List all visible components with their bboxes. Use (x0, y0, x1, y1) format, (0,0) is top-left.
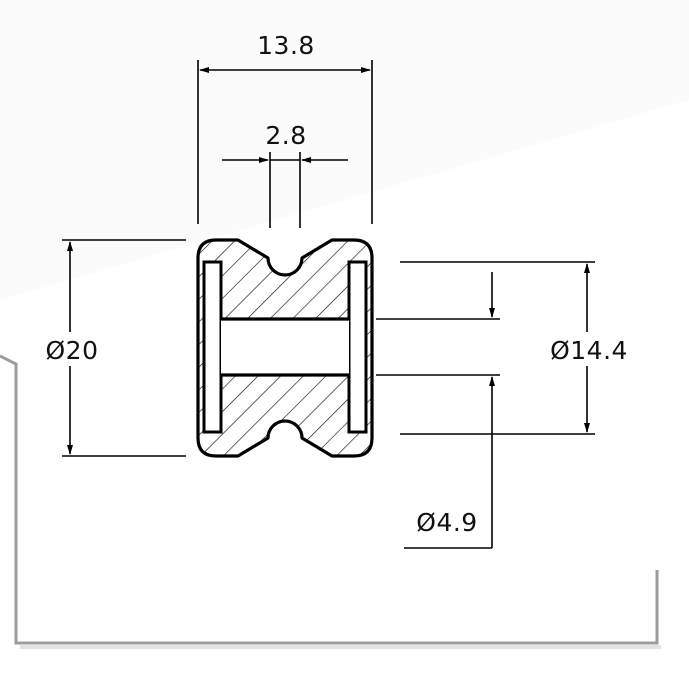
right-slot (347, 260, 368, 434)
bore-diameter-label: Ø4.9 (416, 508, 477, 537)
dimension-overall-width: 13.8 (197, 31, 373, 224)
dimension-groove-width: 2.8 (222, 121, 348, 228)
outer-diameter-label: Ø20 (46, 336, 99, 365)
pulley-outline (196, 238, 374, 458)
groove-width-label: 2.8 (265, 121, 306, 150)
sheet-border (0, 354, 659, 645)
overall-width-label: 13.8 (257, 31, 315, 60)
bore (221, 319, 349, 375)
left-slot (202, 260, 223, 434)
section-reliefs (202, 260, 368, 434)
dimension-flange-diameter: Ø14.4 (400, 261, 636, 435)
dimension-outer-diameter: Ø20 (38, 239, 186, 457)
flange-diameter-label: Ø14.4 (550, 336, 628, 365)
dimension-bore-diameter: Ø4.9 (376, 272, 500, 549)
